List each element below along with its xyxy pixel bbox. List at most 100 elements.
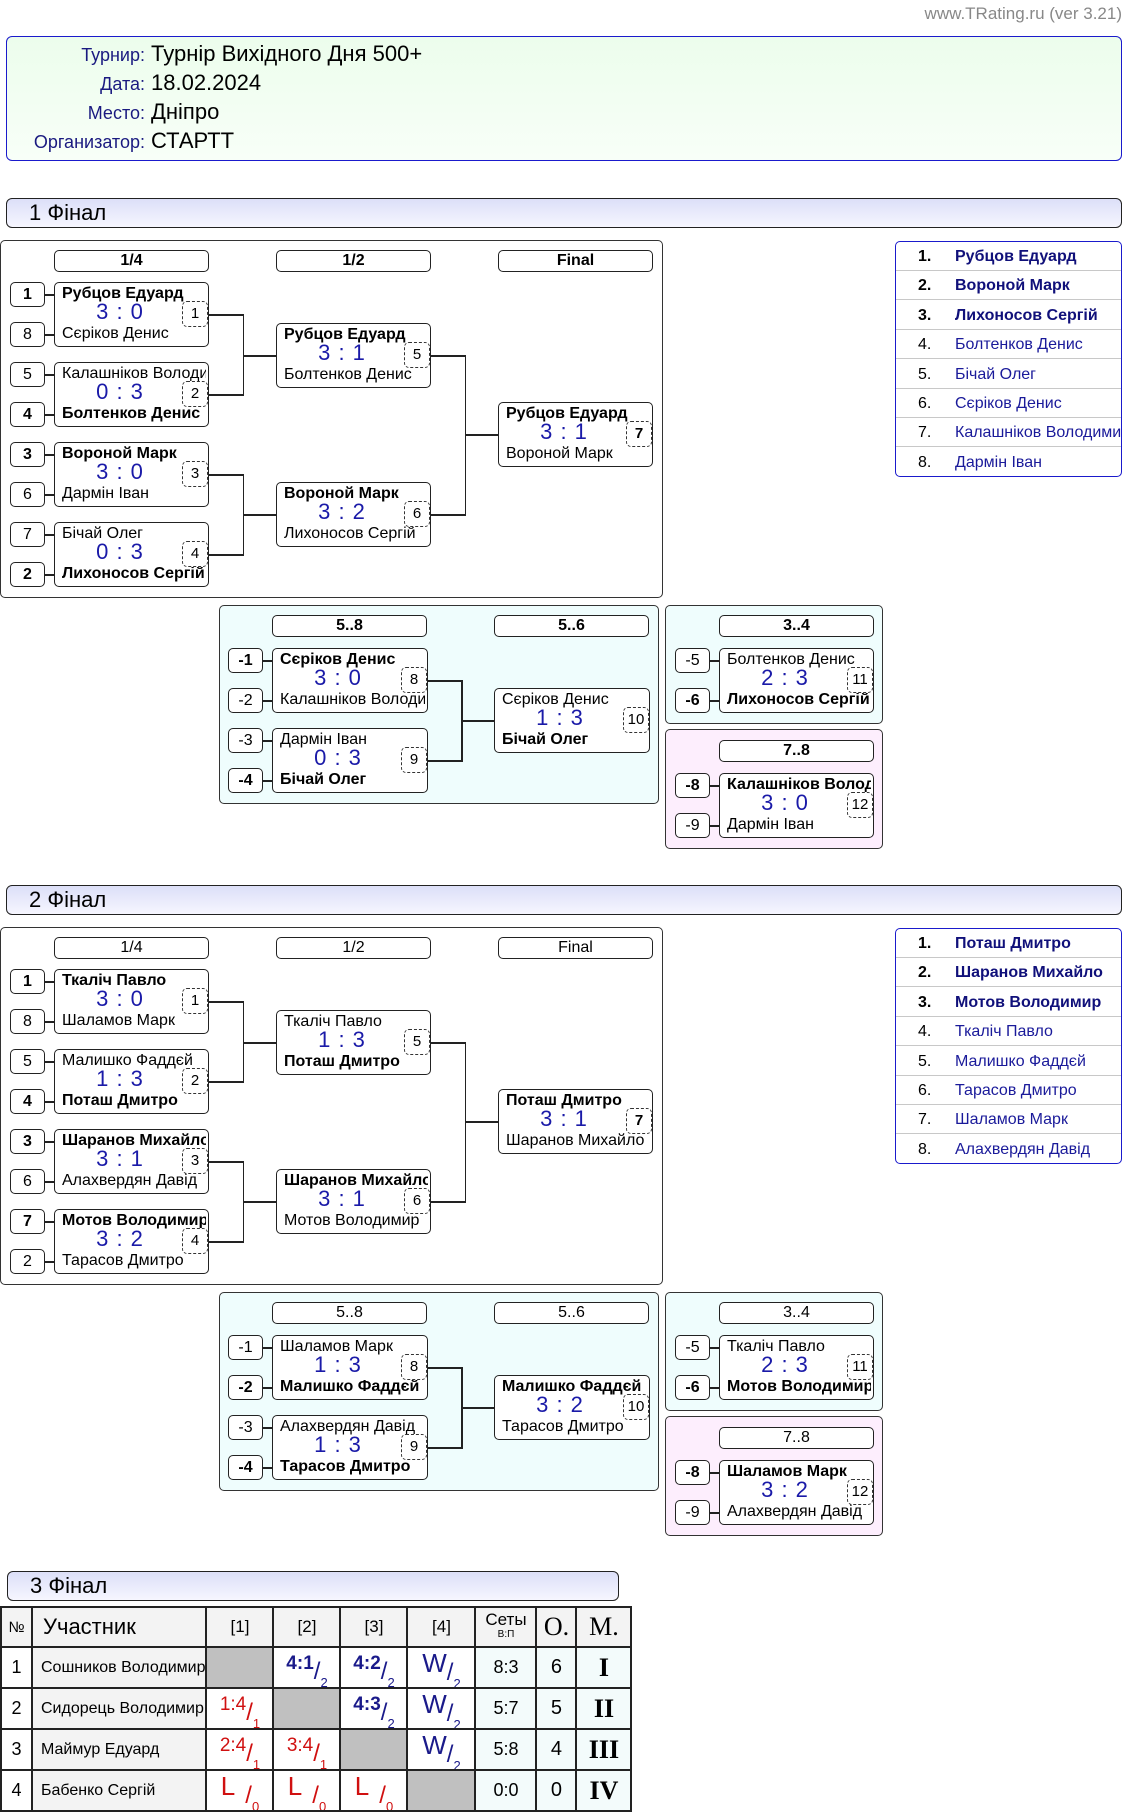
connector-line [209, 1081, 243, 1083]
connector-line [45, 414, 54, 416]
result-points: 0 [318, 1799, 327, 1811]
player-bottom-name: Алахвердян Давід [727, 1503, 863, 1520]
standings-row[interactable]: 4.Болтенков Денис [896, 330, 1121, 360]
sets-score: 0:0 [474, 1769, 538, 1812]
player-bottom-name: Бічай Олег [280, 771, 367, 788]
round-header: 5..6 [494, 1302, 649, 1324]
standings-row[interactable]: 7.Шаламов Марк [896, 1105, 1121, 1135]
standings-row[interactable]: 1.Рубцов Едуард [896, 242, 1121, 271]
standings-row[interactable]: 8.Алахвердян Давід [896, 1135, 1121, 1163]
standings-row[interactable]: 4.Ткаліч Павло [896, 1017, 1121, 1047]
points: 5 [535, 1687, 578, 1730]
seed-box: 8 [10, 1009, 45, 1034]
standings-row[interactable]: 5.Малишко Фаддєй [896, 1047, 1121, 1076]
standings-name: Дармін Іван [955, 453, 1042, 471]
standings-position: 4. [918, 336, 932, 354]
player-top-name: Бічай Олег [62, 525, 144, 542]
standings-row[interactable]: 1.Поташ Дмитро [896, 929, 1121, 958]
seed-box: 7 [10, 1209, 45, 1234]
seed-box: 6 [10, 482, 45, 507]
connector-line [431, 1042, 465, 1044]
match-score: 3 : 1 [96, 1146, 144, 1171]
seed-box: -8 [675, 773, 710, 798]
round-header: Final [498, 937, 653, 959]
participant-name: Сошников Володимир [30, 1646, 208, 1689]
round-header: 5..6 [494, 615, 649, 637]
player-top-name: Шаламов Марк [727, 1463, 847, 1480]
player-top-name: Малишко Фаддєй [502, 1378, 642, 1395]
result-cell: L/0 [339, 1769, 409, 1812]
standings-row[interactable]: 2.Вороной Марк [896, 271, 1121, 301]
player-top-name: Рубцов Едуард [62, 285, 184, 302]
standings-row[interactable]: 2.Шаранов Михайло [896, 958, 1121, 988]
header-opponent: [1] [205, 1606, 275, 1648]
connector-line [45, 374, 54, 376]
info-label: Место: [87, 103, 145, 123]
player-top-name: Ткаліч Павло [727, 1338, 825, 1355]
standings-row[interactable]: 3.Лихоносов Сергій [896, 301, 1121, 330]
standings-row[interactable]: 7.Калашніков Володимир [896, 418, 1121, 448]
standings-row[interactable]: 5.Бічай Олег [896, 360, 1121, 389]
match-score: 3 : 1 [318, 1186, 366, 1211]
connector-line [710, 1512, 719, 1514]
connector-line [710, 1387, 719, 1389]
seed-box: -5 [675, 1335, 710, 1360]
standings-name: Шаранов Михайло [955, 964, 1103, 982]
match-score: 0 : 3 [96, 539, 144, 564]
standings-row[interactable]: 8.Дармін Іван [896, 448, 1121, 476]
connector-line [710, 785, 719, 787]
match-score: 3 : 1 [540, 419, 588, 444]
result-cell: 4:2/2 [339, 1646, 409, 1689]
standings-row[interactable]: 3.Мотов Володимир [896, 988, 1121, 1017]
match-score: 3 : 2 [536, 1392, 584, 1417]
header-place: М. [575, 1606, 633, 1648]
match-score: 1 : 3 [318, 1027, 366, 1052]
standings-name: Бічай Олег [955, 365, 1037, 383]
match-score: 0 : 3 [96, 379, 144, 404]
site-version-link[interactable]: www.TRating.ru (ver 3.21) [924, 4, 1122, 23]
connector-line [263, 660, 272, 662]
round-header: 5..8 [272, 615, 427, 637]
standings-row[interactable]: 6.Тарасов Дмитро [896, 1076, 1121, 1105]
player-bottom-name: Болтенков Денис [284, 366, 412, 383]
player-bottom-name: Мотов Володимир [284, 1212, 420, 1229]
seed-box: 5 [10, 362, 45, 387]
connector-line [710, 825, 719, 827]
standings-row[interactable]: 6.Сєріков Денис [896, 389, 1121, 418]
seed-box: -3 [228, 728, 263, 753]
standings-position: 1. [918, 935, 932, 952]
match-score: 1 : 3 [314, 1432, 362, 1457]
connector-line [263, 1467, 272, 1469]
